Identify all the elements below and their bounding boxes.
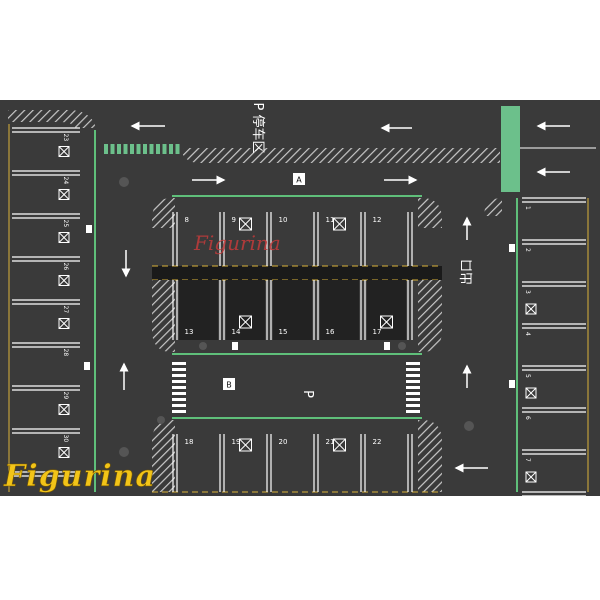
top-hatch-strip — [183, 148, 500, 163]
crosswalk-left — [172, 362, 186, 413]
reserved-x-icon — [58, 189, 70, 200]
reserved-x-icon — [239, 438, 252, 452]
spot-number: 13 — [185, 328, 194, 336]
reserved-x-icon — [333, 217, 346, 231]
crosswalk-right — [406, 362, 420, 413]
reserved-x-icon — [58, 146, 70, 157]
spot-number: 30 — [62, 435, 69, 443]
spot-number: 15 — [279, 328, 288, 336]
spot-number: 5 — [524, 374, 531, 378]
spot-number: 19 — [232, 438, 241, 446]
watermark-small: Figurina — [193, 231, 281, 255]
ground-markers — [119, 177, 474, 457]
reserved-x-icon — [58, 275, 70, 286]
right-hatch-corner — [484, 198, 502, 216]
watermark-brand: Figurina — [3, 459, 156, 494]
zone-a-label: A — [296, 176, 302, 185]
reserved-x-icon — [58, 404, 70, 415]
reserved-x-icon — [58, 447, 70, 458]
spot-number: 9 — [232, 216, 236, 224]
spot-number: 10 — [279, 216, 288, 224]
reserved-x-icon — [58, 318, 70, 329]
spot-number: 14 — [232, 328, 241, 336]
top-road-text: P 停车区 — [250, 103, 266, 154]
spot-number: 24 — [62, 177, 69, 185]
spot-number: 29 — [62, 392, 69, 400]
spot-number: 8 — [185, 216, 189, 224]
spot-number: 21 — [326, 438, 335, 446]
spot-number: 6 — [524, 416, 531, 420]
spots-row-top: 8 9 10 11 12 — [172, 212, 413, 266]
spot-number: 20 — [279, 438, 288, 446]
spot-number: 7 — [524, 458, 531, 462]
spot-number: 1 — [524, 206, 531, 210]
green-block-top-right — [501, 106, 520, 192]
reserved-x-icon — [333, 438, 346, 452]
info-signs — [84, 225, 515, 388]
spots-row-bottom: 18 19 20 21 22 — [172, 434, 413, 492]
exit-text: 出口 — [460, 259, 475, 285]
spots-column-right: 1 2 3 4 5 6 7 — [522, 197, 586, 496]
topleft-hatch-corner — [8, 110, 96, 128]
reserved-x-icon — [380, 315, 393, 329]
reserved-x-icon — [525, 471, 537, 483]
spot-number: 22 — [373, 438, 382, 446]
reserved-x-icon — [239, 217, 252, 231]
spot-number: 25 — [62, 220, 69, 228]
spots-row-middle: 13 14 15 16 17 — [172, 280, 413, 340]
spot-number: 18 — [185, 438, 194, 446]
spot-number: 23 — [62, 134, 69, 142]
spot-number: 28 — [62, 349, 69, 357]
spot-number: 16 — [326, 328, 335, 336]
reserved-x-icon — [58, 232, 70, 243]
zone-b-label: B — [226, 381, 232, 390]
spot-number: 2 — [524, 248, 531, 252]
spot-number: 12 — [373, 216, 382, 224]
spot-number: 11 — [326, 216, 335, 224]
green-dash-line — [104, 144, 180, 154]
spot-number: 3 — [524, 290, 531, 294]
reserved-x-icon — [525, 387, 537, 399]
zone-b-marker — [223, 378, 235, 390]
center-island-bottom — [152, 417, 442, 493]
spot-number: 26 — [62, 263, 69, 271]
reserved-x-icon — [239, 315, 252, 329]
spot-number: 27 — [62, 306, 69, 314]
spot-number: 4 — [524, 332, 531, 336]
reserved-x-icon — [525, 303, 537, 315]
zone-a-marker — [293, 173, 305, 185]
middle-p-text: P — [300, 390, 315, 398]
spots-column-left: 23 24 25 26 27 28 29 30 — [12, 127, 80, 477]
spot-number: 17 — [373, 328, 382, 336]
direction-arrows — [119, 121, 570, 473]
